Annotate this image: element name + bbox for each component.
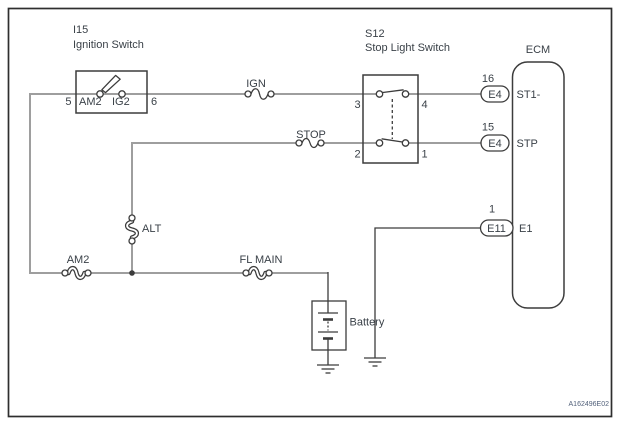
ecm-terminal-st1-label: ST1- <box>517 89 541 101</box>
fusible-link-am2: AM2 <box>61 254 92 281</box>
ignition-terminal-ig2-label: IG2 <box>112 96 130 108</box>
ecm-pin-16: 16 <box>482 73 494 85</box>
battery-ground-icon <box>317 364 339 374</box>
ecm-terminal-e1-label: E1 <box>519 223 532 235</box>
ignition-terminal-ig2-icon <box>118 90 126 98</box>
connector-oval-e4-st1 <box>480 85 510 103</box>
stop-light-switch-name: Stop Light Switch <box>365 42 450 54</box>
ecm-connector-e11-label: E11 <box>487 223 506 235</box>
diagram-border <box>7 7 613 418</box>
ignition-switch: I15 Ignition Switch 5 AM2 IG2 6 <box>65 24 157 114</box>
wire-stop-branch <box>131 142 296 215</box>
ignition-pin-6: 6 <box>151 96 157 108</box>
fuse-ign-label: IGN <box>246 78 266 90</box>
ecm-connector-e4-label: E4 <box>488 89 501 101</box>
ecm-connector-st1: 16 E4 ST1- <box>480 73 541 103</box>
ignition-switch-box <box>75 70 148 114</box>
fuse-ign: IGN <box>244 78 275 100</box>
ignition-pin-5: 5 <box>65 96 71 108</box>
stop-light-switch-box <box>362 74 419 164</box>
stop-light-switch-ref: S12 <box>365 28 385 40</box>
fusible-link-fl-main-label: FL MAIN <box>240 254 283 266</box>
ecm-connector-stp: 15 E4 STP <box>480 122 538 152</box>
ignition-switch-name: Ignition Switch <box>73 39 144 51</box>
switch-bottom-lever-icon <box>381 138 404 143</box>
power-wires <box>29 93 481 274</box>
wire-am2-feed <box>29 93 248 274</box>
ignition-terminal-am2-icon <box>96 90 104 98</box>
battery: Battery <box>311 300 385 351</box>
wire-e1-ground <box>374 227 481 358</box>
switch-pin-4: 4 <box>422 99 428 111</box>
fuse-stop-label: STOP <box>296 129 326 141</box>
stop-light-switch: S12 Stop Light Switch 3 4 2 1 <box>355 28 450 164</box>
figure-id: A162496E02 <box>569 401 610 408</box>
battery-cells-icon <box>318 312 338 340</box>
ecm-terminal-stp-label: STP <box>517 138 538 150</box>
e1-ground-icon <box>364 357 386 367</box>
fuse-stop: STOP <box>295 129 326 149</box>
ecm-connector-e4-label-2: E4 <box>488 138 501 150</box>
fuse-ign-icon <box>250 88 269 100</box>
ecm-body <box>511 61 565 309</box>
ecm: ECM 16 E4 ST1- 15 E4 STP 1 E11 E1 <box>479 44 565 309</box>
switch-top-lever-icon <box>381 89 404 94</box>
ignition-terminal-am2-label: AM2 <box>79 96 102 108</box>
ecm-pin-15: 15 <box>482 122 494 134</box>
ecm-connector-e1: 1 E11 E1 <box>479 204 532 237</box>
ecm-label: ECM <box>526 44 550 56</box>
fuse-stop-icon <box>301 137 319 149</box>
switch-pin-2: 2 <box>355 149 361 161</box>
fusible-link-am2-label: AM2 <box>67 254 90 266</box>
battery-box <box>311 300 347 351</box>
switch-pin-3: 3 <box>355 99 361 111</box>
fusible-link-fl-main: FL MAIN <box>240 254 283 281</box>
ignition-switch-ref: I15 <box>73 24 88 36</box>
ignition-switch-lever-icon <box>101 74 121 94</box>
battery-label: Battery <box>350 317 385 329</box>
ground-wires <box>327 227 481 365</box>
fusible-link-alt-label: ALT <box>142 223 162 235</box>
ecm-pin-1: 1 <box>489 204 495 216</box>
junction-dot <box>129 270 135 276</box>
connector-oval-e4-stp <box>480 134 510 152</box>
connector-oval-e11 <box>479 219 514 237</box>
fusible-link-alt: ALT <box>124 214 162 245</box>
switch-pin-1: 1 <box>422 149 428 161</box>
